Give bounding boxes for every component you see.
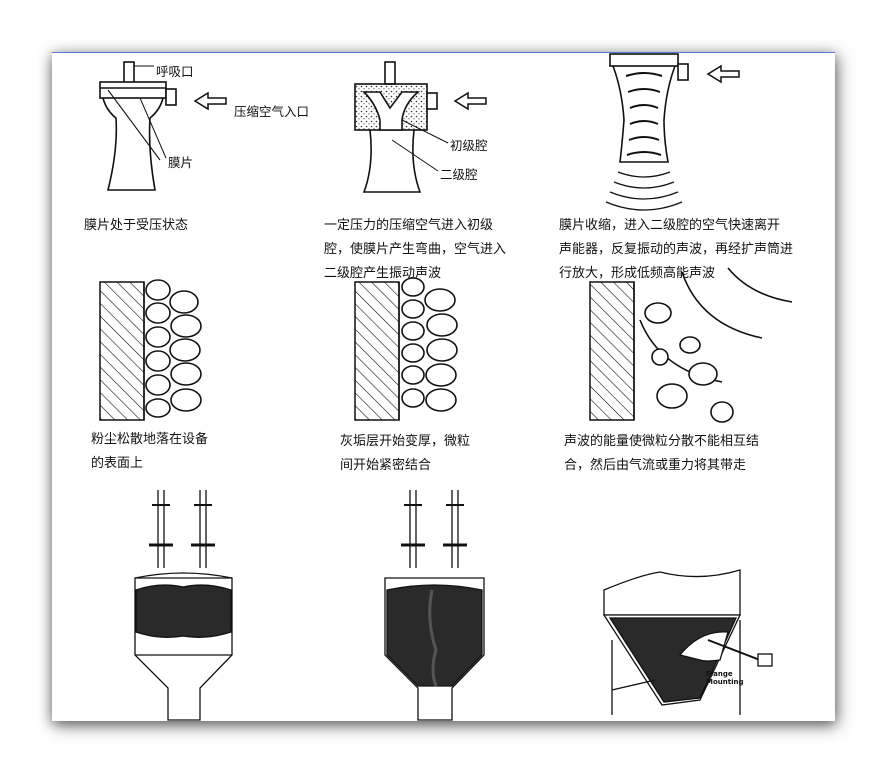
label-primary-chamber: 初级腔 (450, 138, 488, 153)
horn-diagram-2 (354, 61, 449, 193)
dispersed-particles (644, 302, 734, 423)
silo-diagram-3 (602, 569, 773, 715)
label-flange-mounting: Flange Mounting (706, 670, 744, 686)
caption-step-6: 声波的能量使微粒分散不能相互结 合，然后由气流或重力将其带走 (564, 434, 760, 473)
silo-diagram-1 (134, 490, 233, 721)
caption-step-1: 膜片处于受压状态 (84, 218, 189, 233)
caption-step-5: 灰垢层开始变厚，微粒 间开始紧密结合 (340, 434, 471, 473)
silo-diagram-2 (384, 490, 485, 721)
dust-particles-loose (145, 279, 202, 418)
caption-step-2: 一定压力的压缩空气进入初级 腔，使膜片产生弯曲，空气进入 二级腔产生振动声波 (324, 218, 507, 281)
label-diaphragm: 膜片 (168, 155, 194, 170)
caption-step-3: 膜片收缩，进入二级腔的空气快速离开 声能器，反复振动的声波，再经扩声筒进 行放大… (559, 218, 794, 281)
horn-diagram-3 (605, 53, 689, 211)
inlet-arrow-2 (453, 91, 487, 111)
caption-step-4: 粉尘松散地落在设备 的表面上 (91, 432, 209, 471)
inlet-arrow-3 (706, 64, 740, 84)
wall-diagram-2 (354, 281, 400, 421)
inlet-arrow-1 (193, 91, 227, 111)
horn-diagram-1 (99, 61, 177, 191)
wall-diagram-1 (99, 281, 145, 421)
label-compressed-air-inlet: 压缩空气入口 (234, 104, 310, 119)
wall-diagram-3 (589, 281, 635, 421)
label-secondary-chamber: 二级腔 (440, 167, 478, 182)
dust-particles-compact (401, 277, 458, 412)
label-breathing-port: 呼吸口 (156, 64, 194, 79)
